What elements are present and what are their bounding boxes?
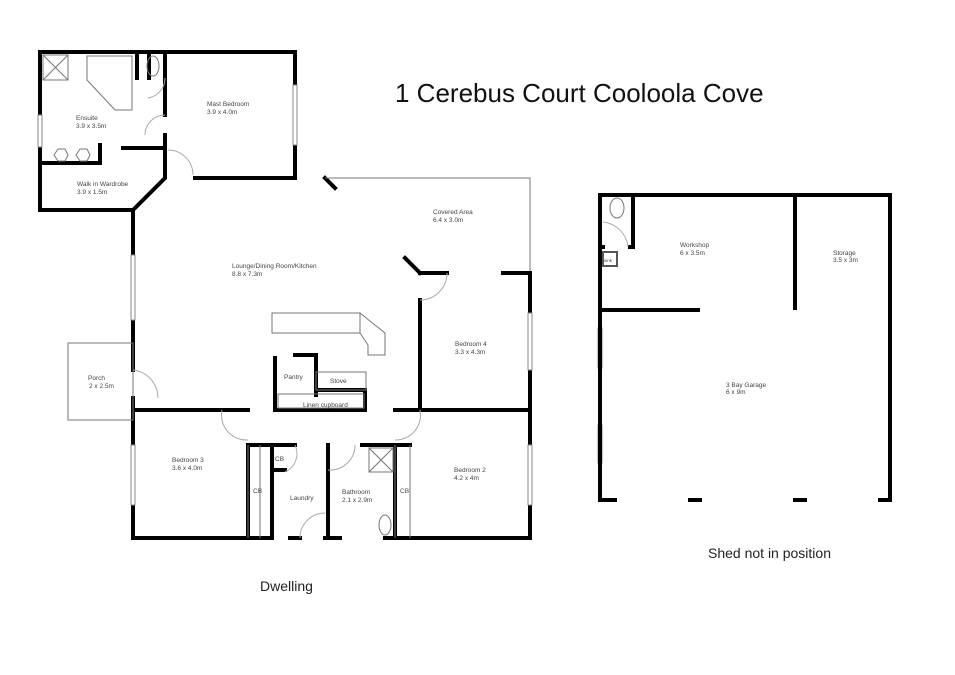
- sink-label: sink: [604, 258, 613, 263]
- room-bedroom3-name: Bedroom 3: [172, 457, 204, 464]
- shed-caption: Shed not in position: [708, 545, 831, 561]
- room-cb-bedroom3: CB: [253, 488, 262, 495]
- room-master-size: 3.9 x 4.0m: [207, 109, 237, 116]
- dwelling-fixtures: [42, 54, 411, 538]
- room-covered-size: 6.4 x 3.0m: [433, 217, 463, 224]
- dwelling-caption: Dwelling: [260, 578, 313, 594]
- room-garage-size: 6 x 9m: [726, 389, 746, 396]
- room-storage-size: 3.5 x 3m: [833, 257, 858, 264]
- room-pantry-name: Pantry: [284, 374, 304, 381]
- room-workshop-name: Workshop: [680, 242, 710, 249]
- room-covered-name: Covered Area: [433, 209, 473, 216]
- plan-title: 1 Cerebus Court Cooloola Cove: [395, 78, 764, 108]
- door-swings: [132, 77, 448, 539]
- room-bedroom4-size: 3.3 x 4.3m: [455, 349, 485, 356]
- room-garage-name: 3 Bay Garage: [726, 382, 766, 389]
- room-wardrobe-size: 3.9 x 1.5m: [77, 189, 107, 196]
- shed-walls: [598, 193, 892, 502]
- room-ensuite-name: Ensuite: [76, 115, 98, 122]
- room-bedroom2-size: 4.2 x 4m: [454, 475, 479, 482]
- room-porch-name: Porch: [88, 375, 105, 382]
- room-stove-name: Stove: [330, 378, 347, 385]
- room-labels: Ensuite 3.9 x 3.5m Mast Bedroom 3.9 x 4.…: [76, 101, 487, 504]
- room-ensuite-size: 3.9 x 3.5m: [76, 123, 106, 130]
- room-workshop-size: 6 x 3.5m: [680, 250, 705, 257]
- shed-labels: sink Workshop 6 x 3.5m Storage 3.5 x 3m …: [604, 242, 858, 396]
- room-bedroom3-size: 3.6 x 4.0m: [172, 465, 202, 472]
- room-bathroom-size: 2.1 x 2.9m: [342, 497, 372, 504]
- room-wardrobe-name: Walk in Wardrobe: [77, 181, 129, 188]
- room-cb-bedroom2: CB: [400, 488, 409, 495]
- room-linen-name: Linen cupboard: [303, 402, 348, 409]
- room-laundry-name: Laundry: [290, 495, 314, 502]
- room-bathroom-name: Bathroom: [342, 489, 370, 496]
- room-storage-name: Storage: [833, 250, 856, 257]
- room-porch-size: 2 x 2.5m: [89, 383, 114, 390]
- room-lounge-size: 8.8 x 7.3m: [232, 271, 262, 278]
- dwelling-walls: [38, 50, 532, 540]
- room-bedroom4-name: Bedroom 4: [455, 341, 487, 348]
- room-cb-laundry: CB: [275, 456, 284, 463]
- room-bedroom2-name: Bedroom 2: [454, 467, 486, 474]
- room-lounge-name: Lounge/Dining Room/Kitchen: [232, 263, 317, 270]
- room-master-name: Mast Bedroom: [207, 101, 249, 108]
